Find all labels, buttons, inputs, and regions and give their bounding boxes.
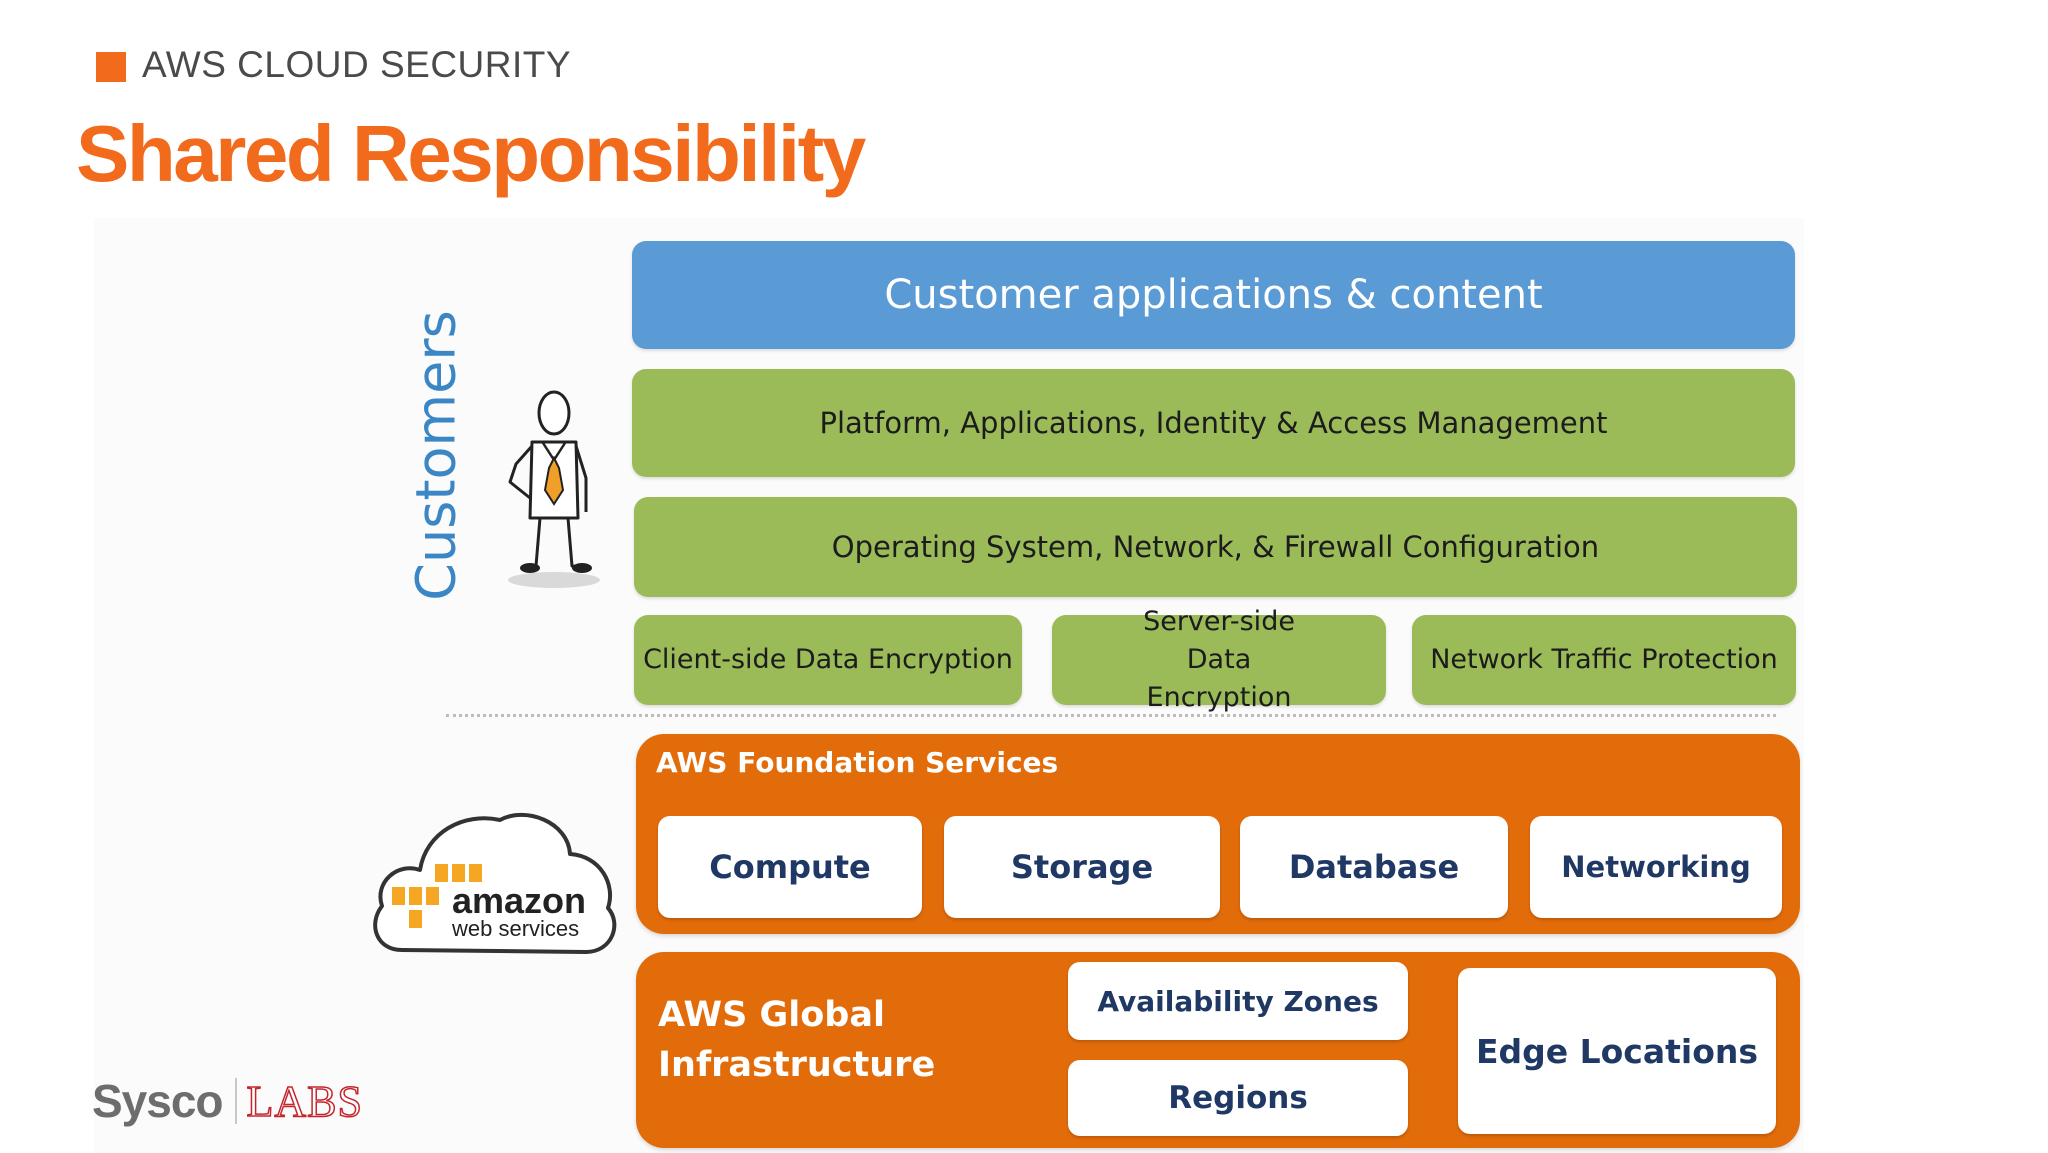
responsibility-divider <box>446 714 1776 717</box>
service-storage: Storage <box>944 816 1220 918</box>
footer-separator <box>234 1078 237 1124</box>
foundation-title: AWS Foundation Services <box>656 746 1059 779</box>
service-compute: Compute <box>658 816 922 918</box>
stick-figure-icon <box>508 390 600 588</box>
layer-platform-iam: Platform, Applications, Identity & Acces… <box>632 369 1795 477</box>
aws-foundation-panel: AWS Foundation Services Compute Storage … <box>636 734 1800 934</box>
box-server-side-encryption: Server-side Data Encryption <box>1052 606 1386 713</box>
availability-zones-box: Availability Zones <box>1068 962 1408 1040</box>
aws-global-infrastructure-panel: AWS Global Infrastructure Availability Z… <box>636 952 1800 1148</box>
section-kicker: AWS CLOUD SECURITY <box>96 44 571 86</box>
service-database: Database <box>1240 816 1508 918</box>
footer-brand: Sysco <box>92 1075 224 1127</box>
box-client-side-encryption: Client-side Data Encryption <box>634 615 1022 705</box>
layer-customer-applications: Customer applications & content <box>632 241 1795 349</box>
kicker-text: AWS CLOUD SECURITY <box>142 44 572 85</box>
edge-locations-box: Edge Locations <box>1458 968 1776 1134</box>
aws-logo-secondary: web services <box>451 916 579 941</box>
service-networking: Networking <box>1530 816 1782 918</box>
footer-brand-logo: Sysco LABS <box>92 1074 363 1128</box>
aws-logo-primary: amazon <box>452 880 586 921</box>
customers-label: Customers <box>404 309 468 601</box>
layer-os-network-firewall: Operating System, Network, & Firewall Co… <box>634 497 1797 597</box>
orange-square-icon <box>96 52 126 82</box>
box-network-traffic-protection: Network Traffic Protection <box>1412 615 1796 705</box>
global-infrastructure-title: AWS Global Infrastructure <box>658 995 936 1085</box>
page-title: Shared Responsibility <box>76 109 866 198</box>
regions-box: Regions <box>1068 1060 1408 1136</box>
aws-cloud-logo-icon: amazon web services <box>373 812 617 954</box>
footer-brand-mark: LABS <box>246 1076 364 1127</box>
